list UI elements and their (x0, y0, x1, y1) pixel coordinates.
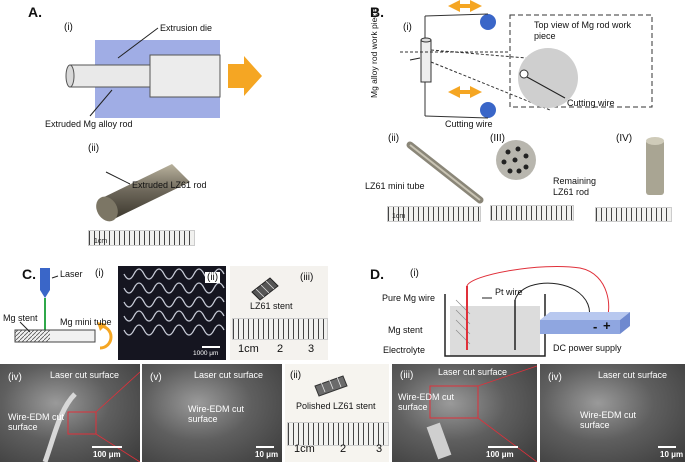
lz61-rod-photo (90, 160, 200, 222)
panel-c-sub-i: (i) (95, 268, 104, 279)
sem-c-v-scale: 10 μm (255, 450, 279, 459)
mini-tube-photo (385, 140, 495, 210)
label-pure-mg-wire: Pure Mg wire (382, 293, 436, 303)
sem-c-iv-edm: Wire-EDM cut surface (8, 412, 64, 433)
panel-b-sub-iii: (III) (490, 133, 505, 144)
label-pt-wire: Pt wire (495, 287, 523, 297)
ruler-a (88, 230, 195, 246)
ruler-d-3: 3 (376, 443, 383, 455)
label-cutting-wire: Cutting wire (445, 119, 493, 129)
sem-d-iv-edm: Wire-EDM cut surface (580, 410, 636, 431)
panel-b-sub-i: (i) (403, 22, 412, 33)
sem-d-iv-sub: (iv) (548, 372, 562, 383)
ruler-c-2: 2 (277, 343, 284, 355)
scale-label-ii: 1000 μm (193, 350, 219, 357)
label-cutting-wire-2: Cutting wire (567, 98, 615, 108)
ruler-a-cm: 1cm (94, 238, 108, 245)
sem-d-iv-scale: 10 μm (660, 450, 684, 459)
sem-d-iii-edm: Wire-EDM cut surface (398, 392, 454, 413)
label-top-view: Top view of Mg rod work piece (534, 20, 632, 41)
sem-d-iv (540, 364, 685, 462)
panel-b-sub-iv: (IV) (616, 133, 633, 144)
label-lz61-rod: Extruded LZ61 rod (132, 180, 207, 190)
sem-c-v-edm: Wire-EDM cut surface (188, 404, 244, 425)
sign-minus: - (593, 319, 598, 334)
laser-cut-diagram (0, 0, 130, 350)
lz61-stent-photo (230, 266, 328, 360)
ruler-c-3: 3 (308, 343, 315, 355)
push-arrow (228, 56, 262, 96)
sign-plus: + (603, 318, 611, 333)
panel-c-letter: C. (22, 266, 36, 282)
label-lz61-stent: LZ61 stent (250, 301, 293, 311)
label-mg-mini-tube: Mg mini tube (60, 317, 112, 327)
extrusion-diagram (0, 0, 300, 130)
sem-c-v-sub: (v) (150, 372, 162, 383)
ruler-c-cm: 1cm (238, 343, 259, 355)
label-extruded-rod: Extruded Mg alloy rod (45, 119, 133, 129)
sem-c-iv-scale: 100 μm (93, 450, 121, 459)
label-electrolyte: Electrolyte (383, 345, 426, 355)
panel-c-sub-iii: (iii) (300, 272, 314, 283)
ruler-b-iii (490, 205, 574, 221)
electropolish-diagram (444, 265, 630, 357)
sem-d-iii (392, 364, 537, 462)
remaining-rod-photo (488, 138, 548, 183)
sem-c-v-laser: Laser cut surface (194, 370, 264, 380)
wire-edm-diagram (0, 0, 685, 130)
sem-d-iv-laser: Laser cut surface (598, 370, 668, 380)
sem-c-iv-sub: (iv) (8, 372, 22, 383)
billet (149, 54, 221, 98)
panel-c-sub-ii: (ii) (205, 272, 221, 283)
panel-b-letter: B. (370, 4, 384, 20)
sem-d-iii-laser: Laser cut surface (438, 367, 508, 377)
ruler-d-2: 2 (340, 443, 347, 455)
ruler-b-ii (387, 206, 481, 222)
panel-d-letter: D. (370, 266, 384, 282)
panel-a-sub-ii: (ii) (88, 143, 100, 154)
label-extrusion-die: Extrusion die (160, 23, 213, 33)
label-polished-stent: Polished LZ61 stent (296, 401, 376, 411)
label-remaining: Remaining LZ61 rod (553, 176, 597, 198)
sem-c-v (142, 364, 282, 462)
label-mg-stent: Mg stent (3, 313, 38, 323)
sem-c-iv (0, 364, 140, 462)
label-mini-tube: LZ61 mini tube (365, 181, 425, 191)
remaining-rod-side-photo (640, 130, 670, 200)
panel-a-letter: A. (28, 4, 42, 20)
sem-c-iv-laser: Laser cut surface (50, 370, 120, 380)
panel-d-sub-i: (i) (410, 268, 419, 279)
sem-d-ii-sub: (ii) (290, 370, 302, 381)
ruler-b-iv (595, 207, 672, 222)
ruler-b-cm: 1cm (392, 213, 406, 220)
sem-d-iii-scale: 100 μm (486, 450, 514, 459)
sem-d-iii-sub: (iii) (400, 370, 414, 381)
polished-stent-photo (285, 364, 389, 462)
panel-b-sub-ii: (ii) (388, 133, 400, 144)
panel-a-sub-i: (i) (64, 22, 73, 33)
label-d-mg-stent: Mg stent (388, 325, 423, 335)
label-dc-power: DC power supply (553, 343, 622, 353)
label-laser: Laser (60, 269, 83, 279)
ruler-d-cm: 1cm (294, 443, 315, 455)
